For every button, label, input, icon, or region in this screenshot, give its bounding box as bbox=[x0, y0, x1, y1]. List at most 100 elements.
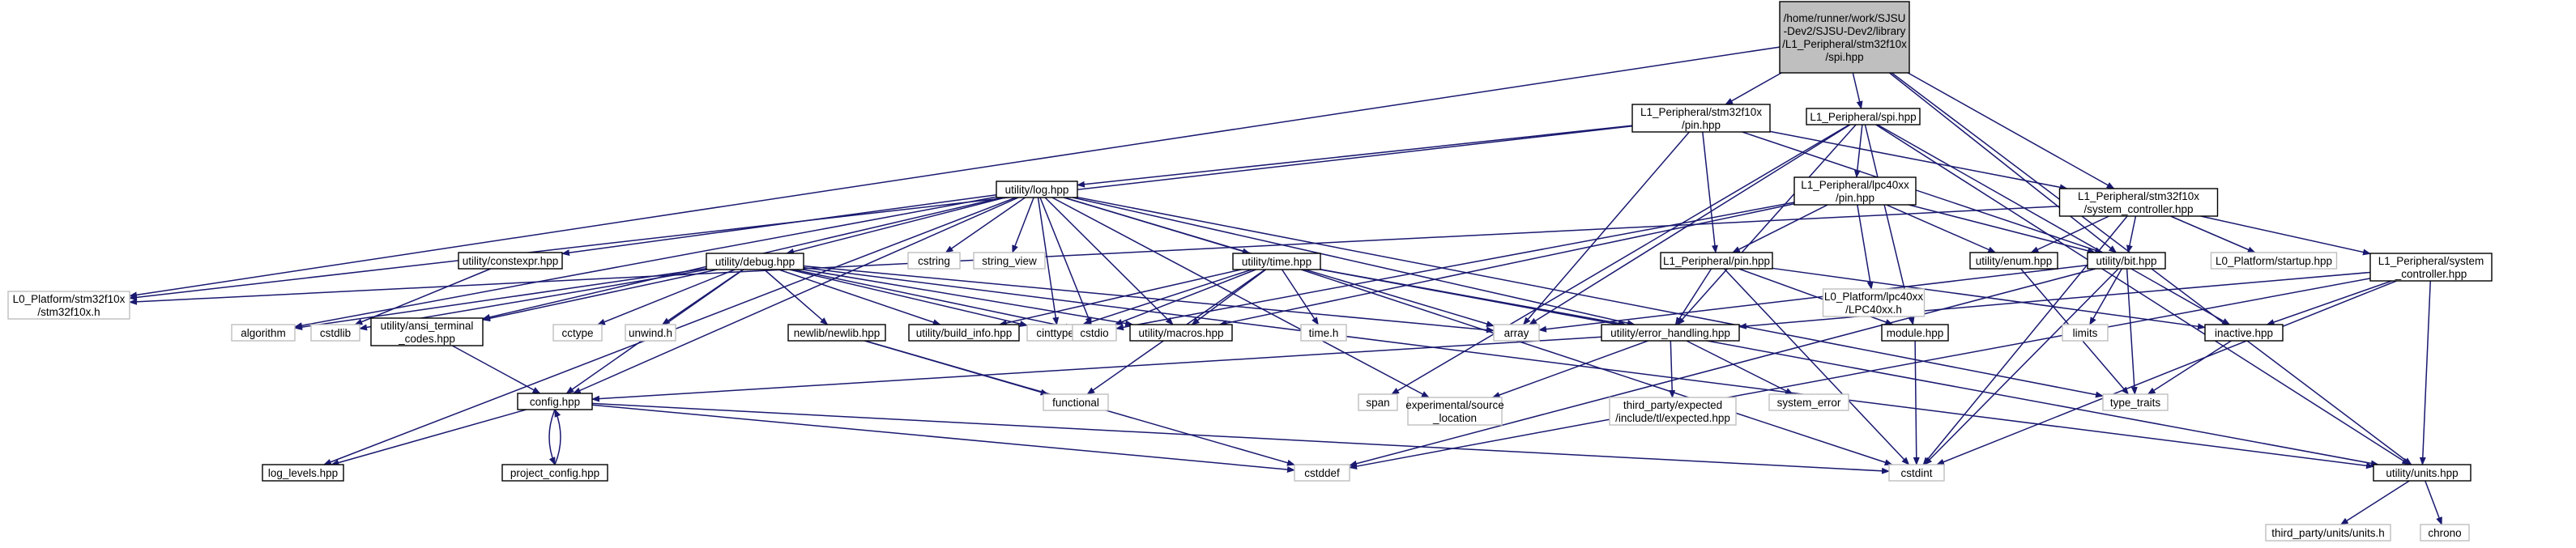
edge-error_handling-to-config bbox=[591, 336, 1602, 402]
node-units_h: third_party/units/units.h bbox=[2265, 524, 2391, 542]
edge-l1_sysctl-to-units bbox=[2419, 280, 2432, 465]
node-box-units bbox=[2373, 464, 2472, 482]
node-box-build_info bbox=[908, 324, 1020, 342]
node-build_info[interactable]: utility/build_info.hpp bbox=[908, 324, 1020, 342]
node-label-newlib: newlib/newlib.hpp bbox=[794, 327, 881, 339]
edge-error_handling-to-exp_source bbox=[1491, 340, 1648, 398]
node-label-log_levels: log_levels.hpp bbox=[268, 467, 338, 479]
edge-root-to-stm32_pin bbox=[1725, 72, 1782, 105]
node-module[interactable]: module.hpp bbox=[1881, 324, 1949, 342]
node-box-l1_pin bbox=[1660, 252, 1773, 270]
node-lpc_pin[interactable]: L1_Peripheral/lpc40xx/pin.hpp bbox=[1793, 176, 1917, 206]
node-box-log bbox=[996, 181, 1078, 198]
node-l0_lpc: L0_Platform/lpc40xx/LPC40xx.h bbox=[1822, 288, 1926, 317]
node-type_traits: type_traits bbox=[2102, 393, 2169, 411]
node-time[interactable]: utility/time.hpp bbox=[1232, 253, 1321, 270]
edge-bit-to-cstddef bbox=[1349, 268, 2096, 467]
edge-bit-to-type_traits bbox=[2126, 268, 2138, 395]
edge-layer bbox=[129, 46, 2442, 525]
node-log[interactable]: utility/log.hpp bbox=[996, 181, 1078, 198]
node-box-cctype bbox=[552, 324, 603, 342]
node-box-type_traits bbox=[2102, 393, 2169, 411]
node-box-inactive bbox=[2204, 324, 2284, 342]
edge-l1_pin-to-cstdint bbox=[1723, 268, 1910, 465]
node-l0_startup: L0_Platform/startup.hpp bbox=[2210, 252, 2338, 270]
edge-l1_spi-to-inactive bbox=[1877, 124, 2231, 325]
node-label-tl_expected: /include/tl/expected.hpp bbox=[1615, 412, 1730, 424]
node-box-newlib bbox=[787, 324, 886, 342]
edge-lpc_pin-to-bit bbox=[1909, 204, 2096, 254]
node-macros[interactable]: utility/macros.hpp bbox=[1129, 324, 1233, 342]
node-label-cstdint: cstdint bbox=[1900, 467, 1932, 479]
node-stm32_sysctl[interactable]: L1_Peripheral/stm32f10x/system_controlle… bbox=[2058, 188, 2219, 217]
node-label-ansi: utility/ansi_terminal bbox=[381, 320, 474, 332]
node-enum[interactable]: utility/enum.hpp bbox=[1969, 252, 2058, 270]
node-label-l0_startup: L0_Platform/startup.hpp bbox=[2216, 255, 2332, 267]
node-bit[interactable]: utility/bit.hpp bbox=[2087, 252, 2166, 270]
edge-log-to-debug bbox=[786, 197, 1006, 255]
node-label-cctype: cctype bbox=[561, 327, 593, 339]
node-label-span: span bbox=[1366, 397, 1389, 409]
node-label-l0_stm32h: L0_Platform/stm32f10x bbox=[13, 293, 126, 305]
node-constexpr[interactable]: utility/constexpr.hpp bbox=[458, 252, 563, 270]
node-debug[interactable]: utility/debug.hpp bbox=[706, 253, 804, 270]
node-string_view: string_view bbox=[973, 252, 1046, 270]
node-box-lpc_pin bbox=[1793, 176, 1917, 206]
edge-bit-to-array bbox=[1538, 264, 2088, 333]
edge-config-to-cstdint bbox=[591, 402, 1890, 474]
edge-debug-to-build_info bbox=[778, 269, 941, 325]
node-newlib[interactable]: newlib/newlib.hpp bbox=[787, 324, 886, 342]
edge-log-to-config bbox=[572, 197, 1019, 394]
node-stm32_pin[interactable]: L1_Peripheral/stm32f10x/pin.hpp bbox=[1631, 104, 1771, 133]
edge-debug-to-macros bbox=[803, 269, 1134, 327]
edge-lpc_pin-to-l1_pin bbox=[1731, 204, 1828, 253]
node-box-cstdio bbox=[1072, 324, 1117, 342]
node-cstdio: cstdio bbox=[1072, 324, 1117, 342]
node-box-l1_sysctl bbox=[2369, 253, 2493, 282]
node-time_h: time.h bbox=[1300, 324, 1347, 342]
node-label-string_view: string_view bbox=[982, 255, 1037, 267]
node-l1_sysctl[interactable]: L1_Peripheral/system_controller.hpp bbox=[2369, 253, 2493, 282]
edge-l1_sysctl-to-cstdint bbox=[1936, 280, 2397, 465]
node-label-root: /home/runner/work/SJSU bbox=[1784, 12, 1906, 24]
edge-log-to-cstdio bbox=[1039, 197, 1092, 325]
edge-debug-to-cstdio bbox=[793, 269, 1073, 330]
edge-l1_pin-to-inactive bbox=[1772, 267, 2206, 330]
edge-config-to-log_levels bbox=[331, 409, 527, 466]
edge-time-to-macros bbox=[1191, 269, 1267, 325]
node-label-ansi: _codes.hpp bbox=[398, 333, 455, 345]
edge-bit-to-limits bbox=[2089, 268, 2122, 325]
node-label-cstdio: cstdio bbox=[1080, 327, 1108, 339]
node-ansi[interactable]: utility/ansi_terminal_codes.hpp bbox=[370, 317, 484, 346]
node-log_levels[interactable]: log_levels.hpp bbox=[262, 464, 344, 482]
node-box-unwind bbox=[625, 324, 676, 342]
node-label-stm32_sysctl: L1_Peripheral/stm32f10x bbox=[2078, 190, 2199, 202]
node-limits: limits bbox=[2062, 324, 2109, 342]
node-box-error_handling bbox=[1601, 324, 1740, 342]
node-units[interactable]: utility/units.hpp bbox=[2373, 464, 2472, 482]
node-unwind: unwind.h bbox=[625, 324, 676, 342]
node-project_config[interactable]: project_config.hpp bbox=[501, 464, 608, 482]
node-root[interactable]: /home/runner/work/SJSU-Dev2/SJSU-Dev2/li… bbox=[1779, 1, 1910, 74]
node-label-lpc_pin: L1_Peripheral/lpc40xx bbox=[1801, 179, 1909, 191]
node-l1_spi[interactable]: L1_Peripheral/spi.hpp bbox=[1806, 108, 1921, 125]
edge-stm32_pin-to-stm32_sysctl bbox=[1769, 130, 2068, 191]
node-label-constexpr: utility/constexpr.hpp bbox=[463, 255, 559, 267]
node-box-stm32_pin bbox=[1631, 104, 1771, 133]
edge-l1_spi-to-lpc_pin bbox=[1853, 124, 1863, 178]
node-box-debug bbox=[706, 253, 804, 270]
node-error_handling[interactable]: utility/error_handling.hpp bbox=[1601, 324, 1740, 342]
node-inactive[interactable]: inactive.hpp bbox=[2204, 324, 2284, 342]
node-l1_pin[interactable]: L1_Peripheral/pin.hpp bbox=[1660, 252, 1773, 270]
edge-debug-to-algorithm bbox=[294, 267, 707, 331]
node-label-l0_lpc: /LPC40xx.h bbox=[1845, 304, 1902, 316]
node-config[interactable]: config.hpp bbox=[517, 393, 593, 410]
node-label-inactive: inactive.hpp bbox=[2215, 327, 2273, 339]
node-label-root: -Dev2/SJSU-Dev2/library bbox=[1784, 25, 1906, 37]
node-label-chrono: chrono bbox=[2428, 527, 2461, 539]
node-box-cstring bbox=[907, 252, 961, 270]
edge-l1_pin-to-module bbox=[1738, 268, 1894, 325]
edge-stm32_sysctl-to-l0_startup bbox=[2170, 215, 2256, 253]
node-label-l0_stm32h: /stm32f10x.h bbox=[37, 306, 100, 318]
